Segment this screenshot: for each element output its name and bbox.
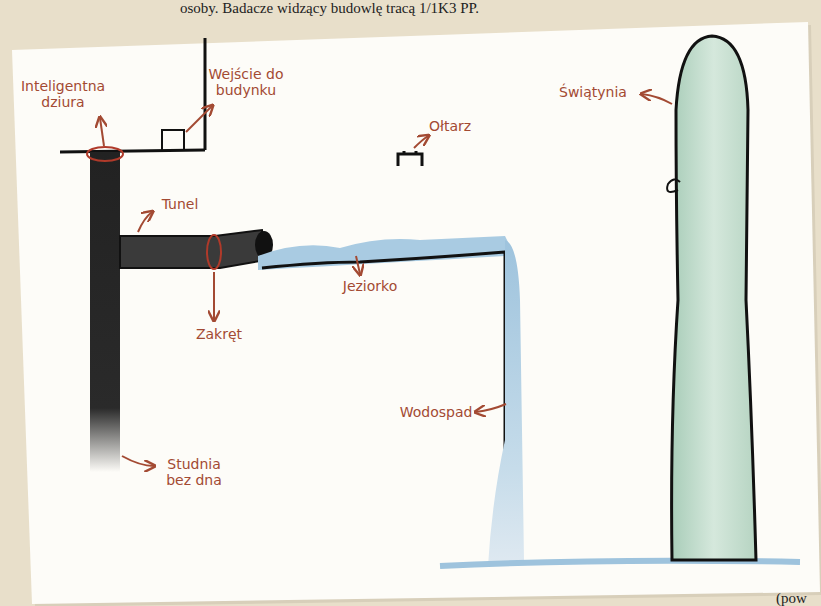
bend-marker xyxy=(207,235,221,269)
callout-label: Wejście do budynku xyxy=(200,66,292,98)
building-wall xyxy=(204,38,207,150)
callout-label: Zakręt xyxy=(186,326,252,342)
callout-label: Studnia bez dna xyxy=(156,456,232,488)
ground-line xyxy=(60,150,205,152)
callout-label: Wodospad xyxy=(394,404,478,420)
callout-label: Świątynia xyxy=(548,84,638,100)
callout-label: Tunel xyxy=(150,196,210,212)
bottomless-well xyxy=(90,152,120,472)
callout-label: Inteligentna dziura xyxy=(18,78,108,110)
altar xyxy=(398,151,422,166)
callout-label: Ołtarz xyxy=(420,118,480,134)
entrance xyxy=(162,130,184,150)
temple-swirl xyxy=(667,179,680,192)
hole-marker xyxy=(87,147,123,161)
waterfall xyxy=(488,240,524,566)
paper-card xyxy=(12,22,820,604)
leader-lines xyxy=(100,94,672,466)
tunnel xyxy=(120,230,266,268)
cliff xyxy=(262,252,505,470)
header-text: osoby. Badacze widzący budowlę tracą 1/1… xyxy=(180,0,479,17)
footer-text: (pow xyxy=(776,590,807,606)
temple xyxy=(672,36,756,560)
callout-label: Jeziorko xyxy=(330,278,410,294)
